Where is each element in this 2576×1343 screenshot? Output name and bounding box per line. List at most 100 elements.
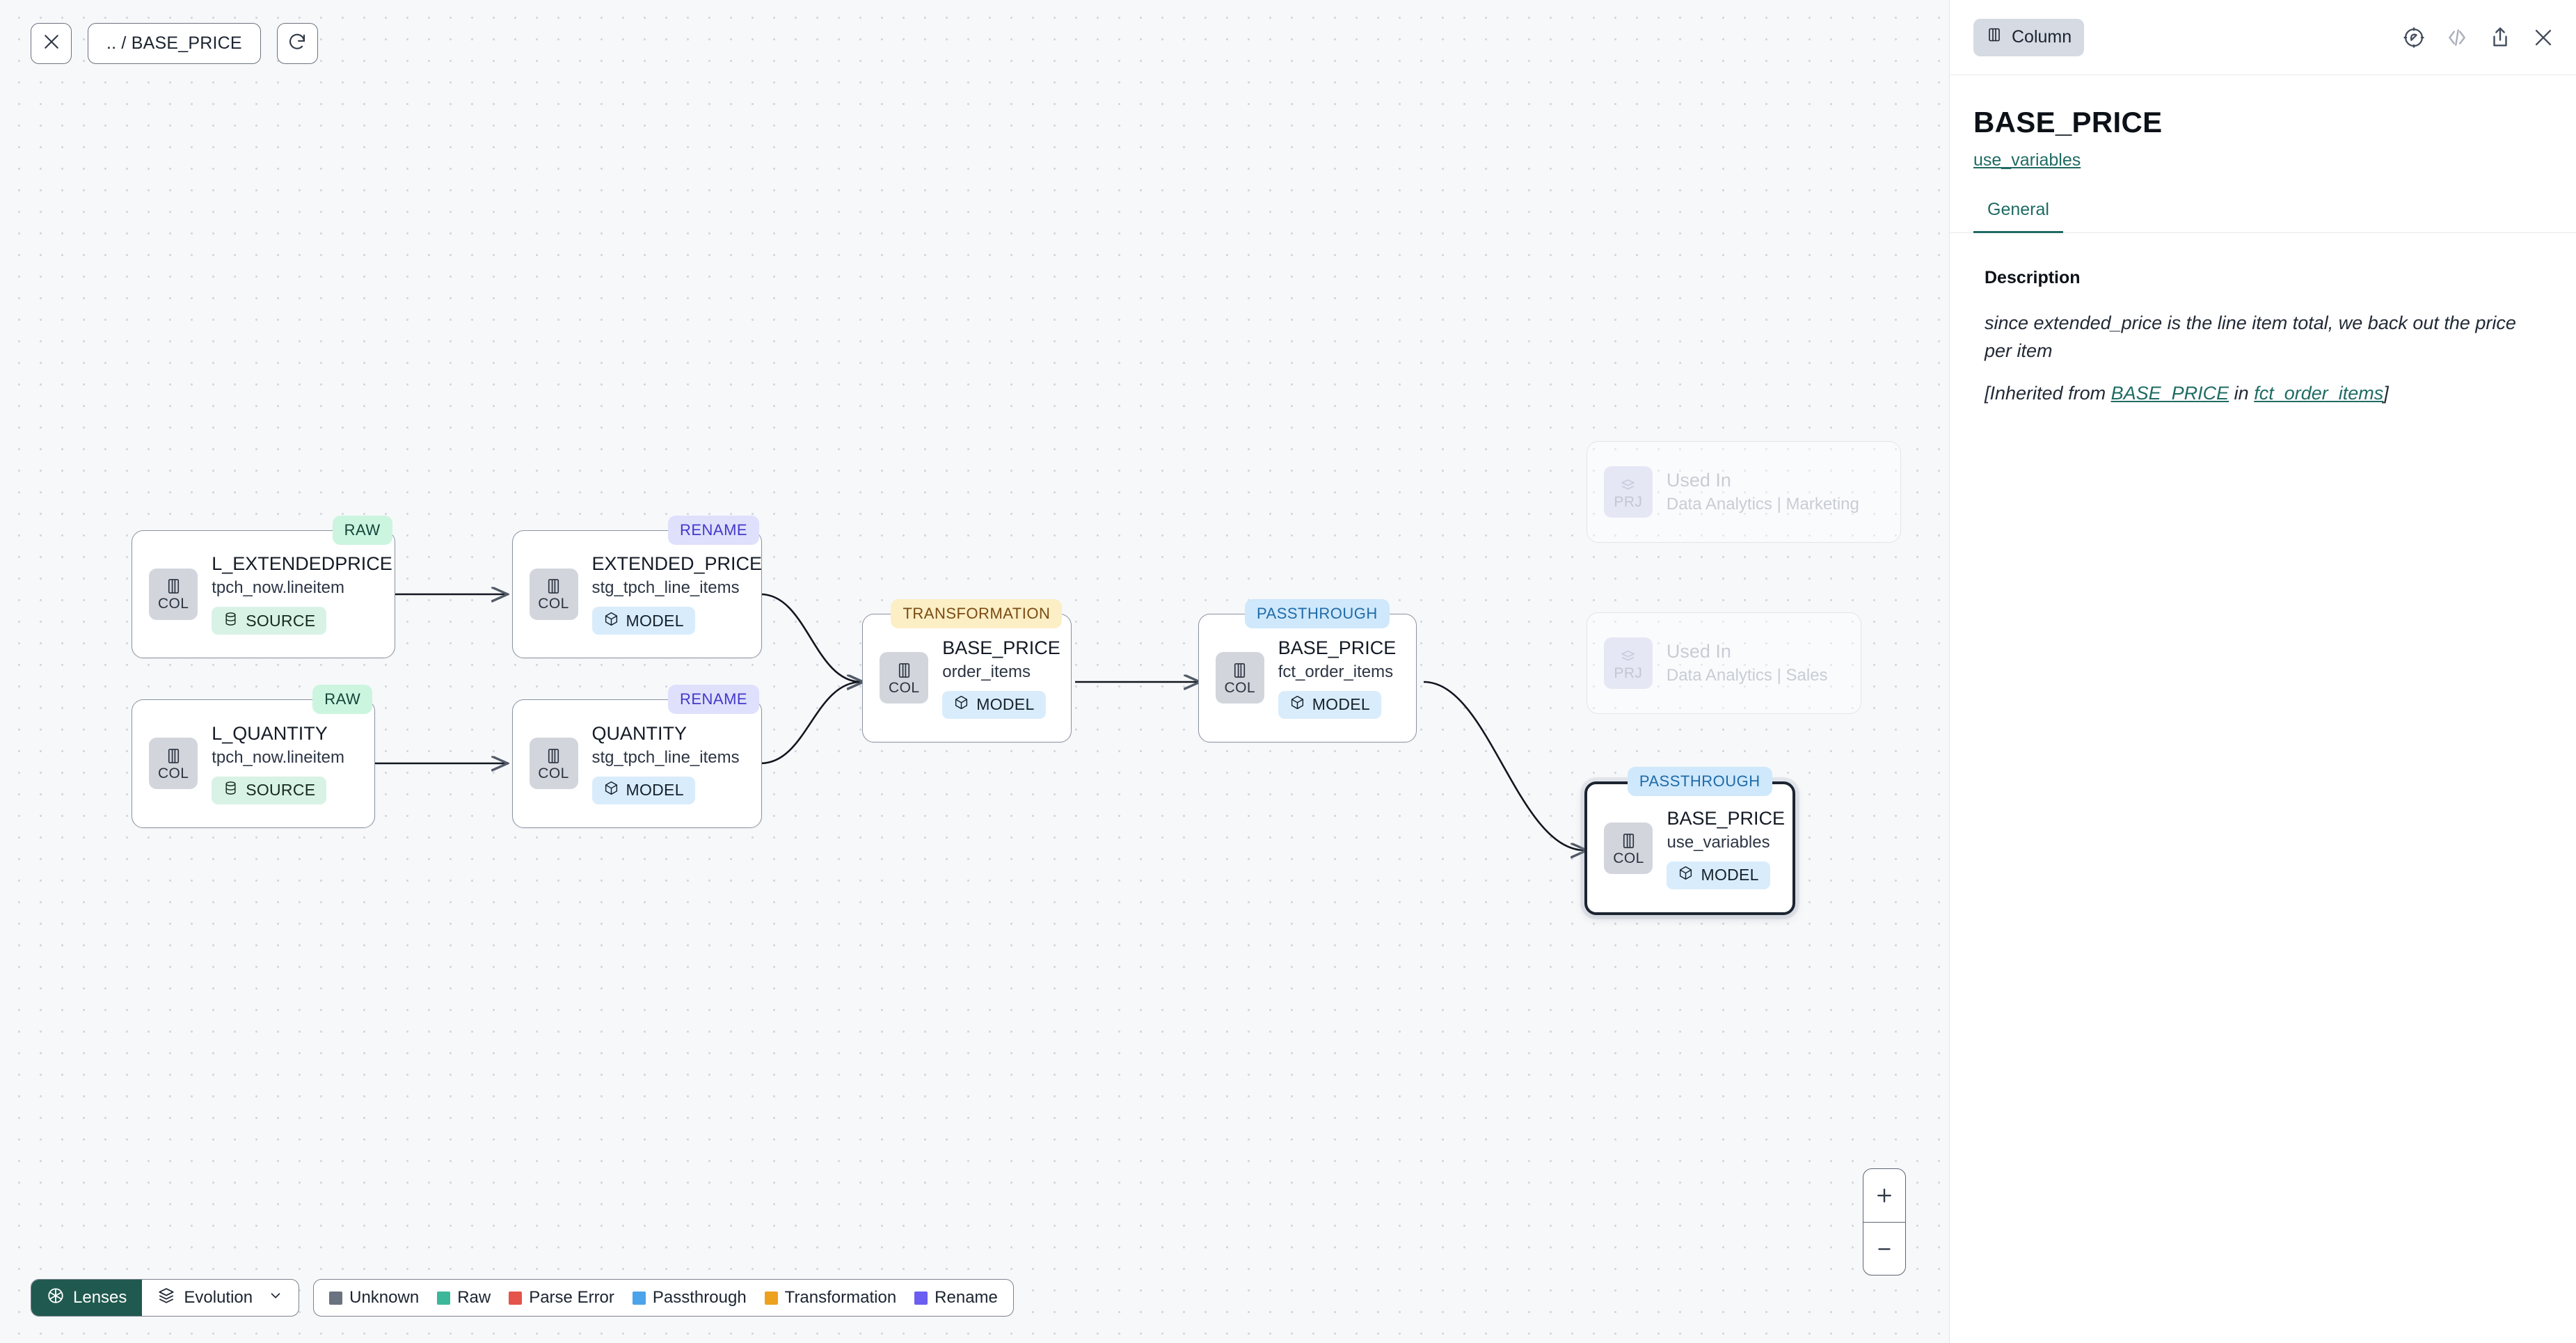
node-subtitle: tpch_now.lineitem bbox=[212, 748, 344, 768]
node-subtitle: stg_tpch_line_items bbox=[591, 578, 740, 598]
column-icon bbox=[1986, 26, 2003, 48]
layers-icon bbox=[157, 1287, 175, 1310]
legend-label: Unknown bbox=[349, 1288, 420, 1307]
status-legend: Unknown Raw Parse Error Passthrough Transfor… bbox=[313, 1279, 1014, 1317]
legend-swatch bbox=[632, 1291, 646, 1305]
node-kind-badge: MODEL bbox=[1667, 861, 1770, 889]
legend-item-unknown[interactable]: Unknown bbox=[329, 1288, 419, 1308]
database-icon bbox=[223, 780, 239, 800]
plus-icon bbox=[1874, 1185, 1895, 1206]
parent-model-link[interactable]: use_variables bbox=[1973, 150, 2081, 170]
node-type-chip: PRJ bbox=[1603, 637, 1653, 690]
inherited-model-link[interactable]: fct_order_items bbox=[2254, 382, 2384, 404]
legend-label: Passthrough bbox=[652, 1288, 747, 1307]
code-icon[interactable] bbox=[2445, 26, 2469, 49]
node-type-label: COL bbox=[538, 765, 569, 781]
node-subtitle: stg_tpch_line_items bbox=[591, 748, 740, 768]
aperture-icon bbox=[47, 1287, 65, 1310]
node-kind-badge: SOURCE bbox=[212, 776, 327, 804]
column-icon bbox=[164, 577, 183, 596]
legend-item-transformation[interactable]: Transformation bbox=[764, 1288, 897, 1308]
legend-swatch bbox=[329, 1291, 343, 1305]
entity-type-chip[interactable]: Column bbox=[1973, 18, 2085, 56]
canvas-toolbar: .. / BASE_PRICE bbox=[31, 23, 318, 64]
legend-item-rename[interactable]: Rename bbox=[914, 1288, 998, 1308]
description-text: since extended_price is the line item to… bbox=[1985, 312, 2516, 362]
node-title: L_EXTENDEDPRICE bbox=[212, 553, 392, 575]
node-type-chip: COL bbox=[1215, 652, 1264, 704]
compass-icon[interactable] bbox=[2402, 26, 2426, 49]
lenses-control: Lenses Evolution bbox=[31, 1279, 300, 1317]
node-status-badge: RENAME bbox=[667, 685, 760, 715]
node-subtitle: tpch_now.lineitem bbox=[212, 578, 344, 598]
node-kind-badge: MODEL bbox=[591, 607, 695, 635]
legend-swatch bbox=[914, 1291, 928, 1305]
legend-item-passthrough[interactable]: Passthrough bbox=[632, 1288, 747, 1308]
node-type-chip: COL bbox=[880, 652, 929, 704]
node-type-chip: COL bbox=[149, 568, 198, 620]
zoom-controls bbox=[1863, 1168, 1906, 1276]
legend-label: Transformation bbox=[784, 1288, 897, 1307]
inherited-suffix: ] bbox=[2383, 382, 2389, 404]
node-type-label: COL bbox=[1613, 850, 1644, 866]
node-status-badge: RAW bbox=[312, 685, 373, 715]
legend-swatch bbox=[437, 1291, 451, 1305]
inherited-mid: in bbox=[2229, 382, 2255, 404]
node-title: BASE_PRICE bbox=[942, 637, 1060, 658]
close-graph-button[interactable] bbox=[31, 23, 72, 64]
legend-swatch bbox=[764, 1291, 778, 1305]
node-subtitle: use_variables bbox=[1667, 832, 1770, 852]
column-icon bbox=[895, 661, 914, 680]
cube-icon bbox=[603, 780, 619, 800]
legend-item-raw[interactable]: Raw bbox=[437, 1288, 491, 1308]
refresh-icon bbox=[287, 31, 308, 56]
node-kind-label: MODEL bbox=[1701, 866, 1759, 884]
inherited-column-link[interactable]: BASE_PRICE bbox=[2110, 382, 2229, 404]
database-icon bbox=[223, 611, 239, 631]
zoom-out-button[interactable] bbox=[1863, 1222, 1905, 1275]
evolution-dropdown[interactable]: Evolution bbox=[142, 1280, 299, 1316]
share-icon[interactable] bbox=[2488, 26, 2512, 49]
node-type-label: COL bbox=[157, 765, 189, 781]
node-subtitle: Data Analytics | Marketing bbox=[1666, 495, 1859, 514]
breadcrumb[interactable]: .. / BASE_PRICE bbox=[88, 23, 261, 64]
node-kind-label: SOURCE bbox=[246, 781, 316, 800]
node-type-label: COL bbox=[1224, 679, 1255, 696]
node-type-chip: COL bbox=[1604, 823, 1653, 875]
description-label: Description bbox=[1985, 267, 2081, 287]
node-type-label: COL bbox=[157, 596, 189, 612]
tab-general[interactable]: General bbox=[1973, 200, 2063, 233]
cube-icon bbox=[1678, 865, 1694, 885]
project-icon bbox=[1619, 475, 1637, 494]
legend-label: Parse Error bbox=[529, 1288, 614, 1307]
refresh-button[interactable] bbox=[276, 23, 318, 64]
project-icon bbox=[1619, 646, 1637, 665]
node-title: EXTENDED_PRICE bbox=[591, 553, 763, 575]
node-status-badge: RENAME bbox=[667, 515, 760, 545]
node-kind-badge: MODEL bbox=[1278, 690, 1382, 719]
zoom-in-button[interactable] bbox=[1863, 1169, 1905, 1222]
close-panel-icon[interactable] bbox=[2531, 26, 2555, 49]
chevron-down-icon bbox=[268, 1288, 283, 1308]
close-icon bbox=[41, 31, 62, 56]
panel-header: Column bbox=[1950, 0, 2576, 75]
node-kind-label: MODEL bbox=[976, 695, 1035, 714]
node-kind-label: MODEL bbox=[626, 611, 684, 630]
evolution-label: Evolution bbox=[184, 1288, 253, 1307]
bottom-bar: Lenses Evolution bbox=[31, 1279, 1014, 1317]
lenses-label: Lenses bbox=[73, 1288, 127, 1307]
lenses-button[interactable]: Lenses bbox=[31, 1280, 143, 1316]
legend-swatch bbox=[509, 1291, 523, 1305]
legend-item-parse-error[interactable]: Parse Error bbox=[509, 1288, 614, 1308]
node-type-label: PRJ bbox=[1614, 665, 1643, 681]
